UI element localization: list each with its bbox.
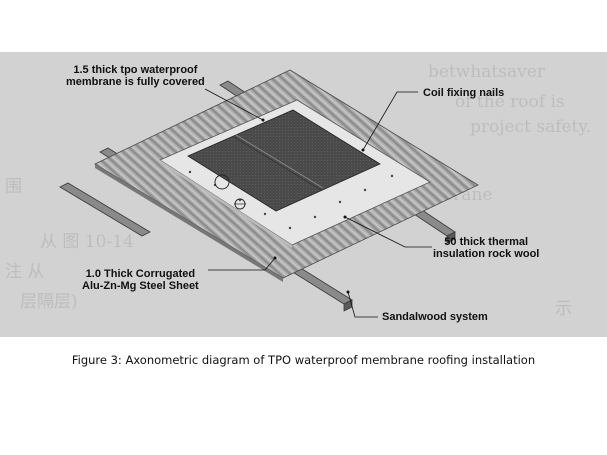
label-membrane-line1: 1.5 thick tpo waterproof <box>73 64 198 76</box>
label-membrane-line2: membrane is fully covered <box>66 76 205 88</box>
detail-circle <box>214 174 230 190</box>
svg-text:围: 围 <box>5 177 22 197</box>
label-insulation: 50 thick thermal insulation rock wool <box>433 236 539 260</box>
figure-caption: Figure 3: Axonometric diagram of TPO wat… <box>71 353 536 367</box>
svg-text:project safety.: project safety. <box>470 117 591 137</box>
label-sandalwood: Sandalwood system <box>382 311 488 323</box>
label-sheet-line1: 1.0 Thick Corrugated <box>85 268 196 280</box>
label-insulation-line1: 50 thick thermal <box>444 236 529 248</box>
svg-text:注 从: 注 从 <box>5 262 44 282</box>
leader-lines <box>204 88 432 318</box>
svg-text:of the roof is: of the roof is <box>455 92 565 112</box>
label-membrane: 1.5 thick tpo waterproof membrane is ful… <box>66 64 205 88</box>
svg-text:层隔层): 层隔层) <box>20 292 78 312</box>
label-sheet: 1.0 Thick Corrugated Alu-Zn-Mg Steel She… <box>82 268 199 292</box>
label-insulation-line2: insulation rock wool <box>433 248 540 260</box>
svg-text:betwhatsaver: betwhatsaver <box>428 62 546 82</box>
svg-text:示: 示 <box>555 299 572 319</box>
label-sheet-line2: Alu-Zn-Mg Steel Sheet <box>82 280 199 292</box>
label-nails: Coil fixing nails <box>423 87 505 99</box>
diagram-photo: betwhatsaver of the roof is project safe… <box>0 52 607 337</box>
svg-text:从 图 10-14: 从 图 10-14 <box>40 232 134 252</box>
